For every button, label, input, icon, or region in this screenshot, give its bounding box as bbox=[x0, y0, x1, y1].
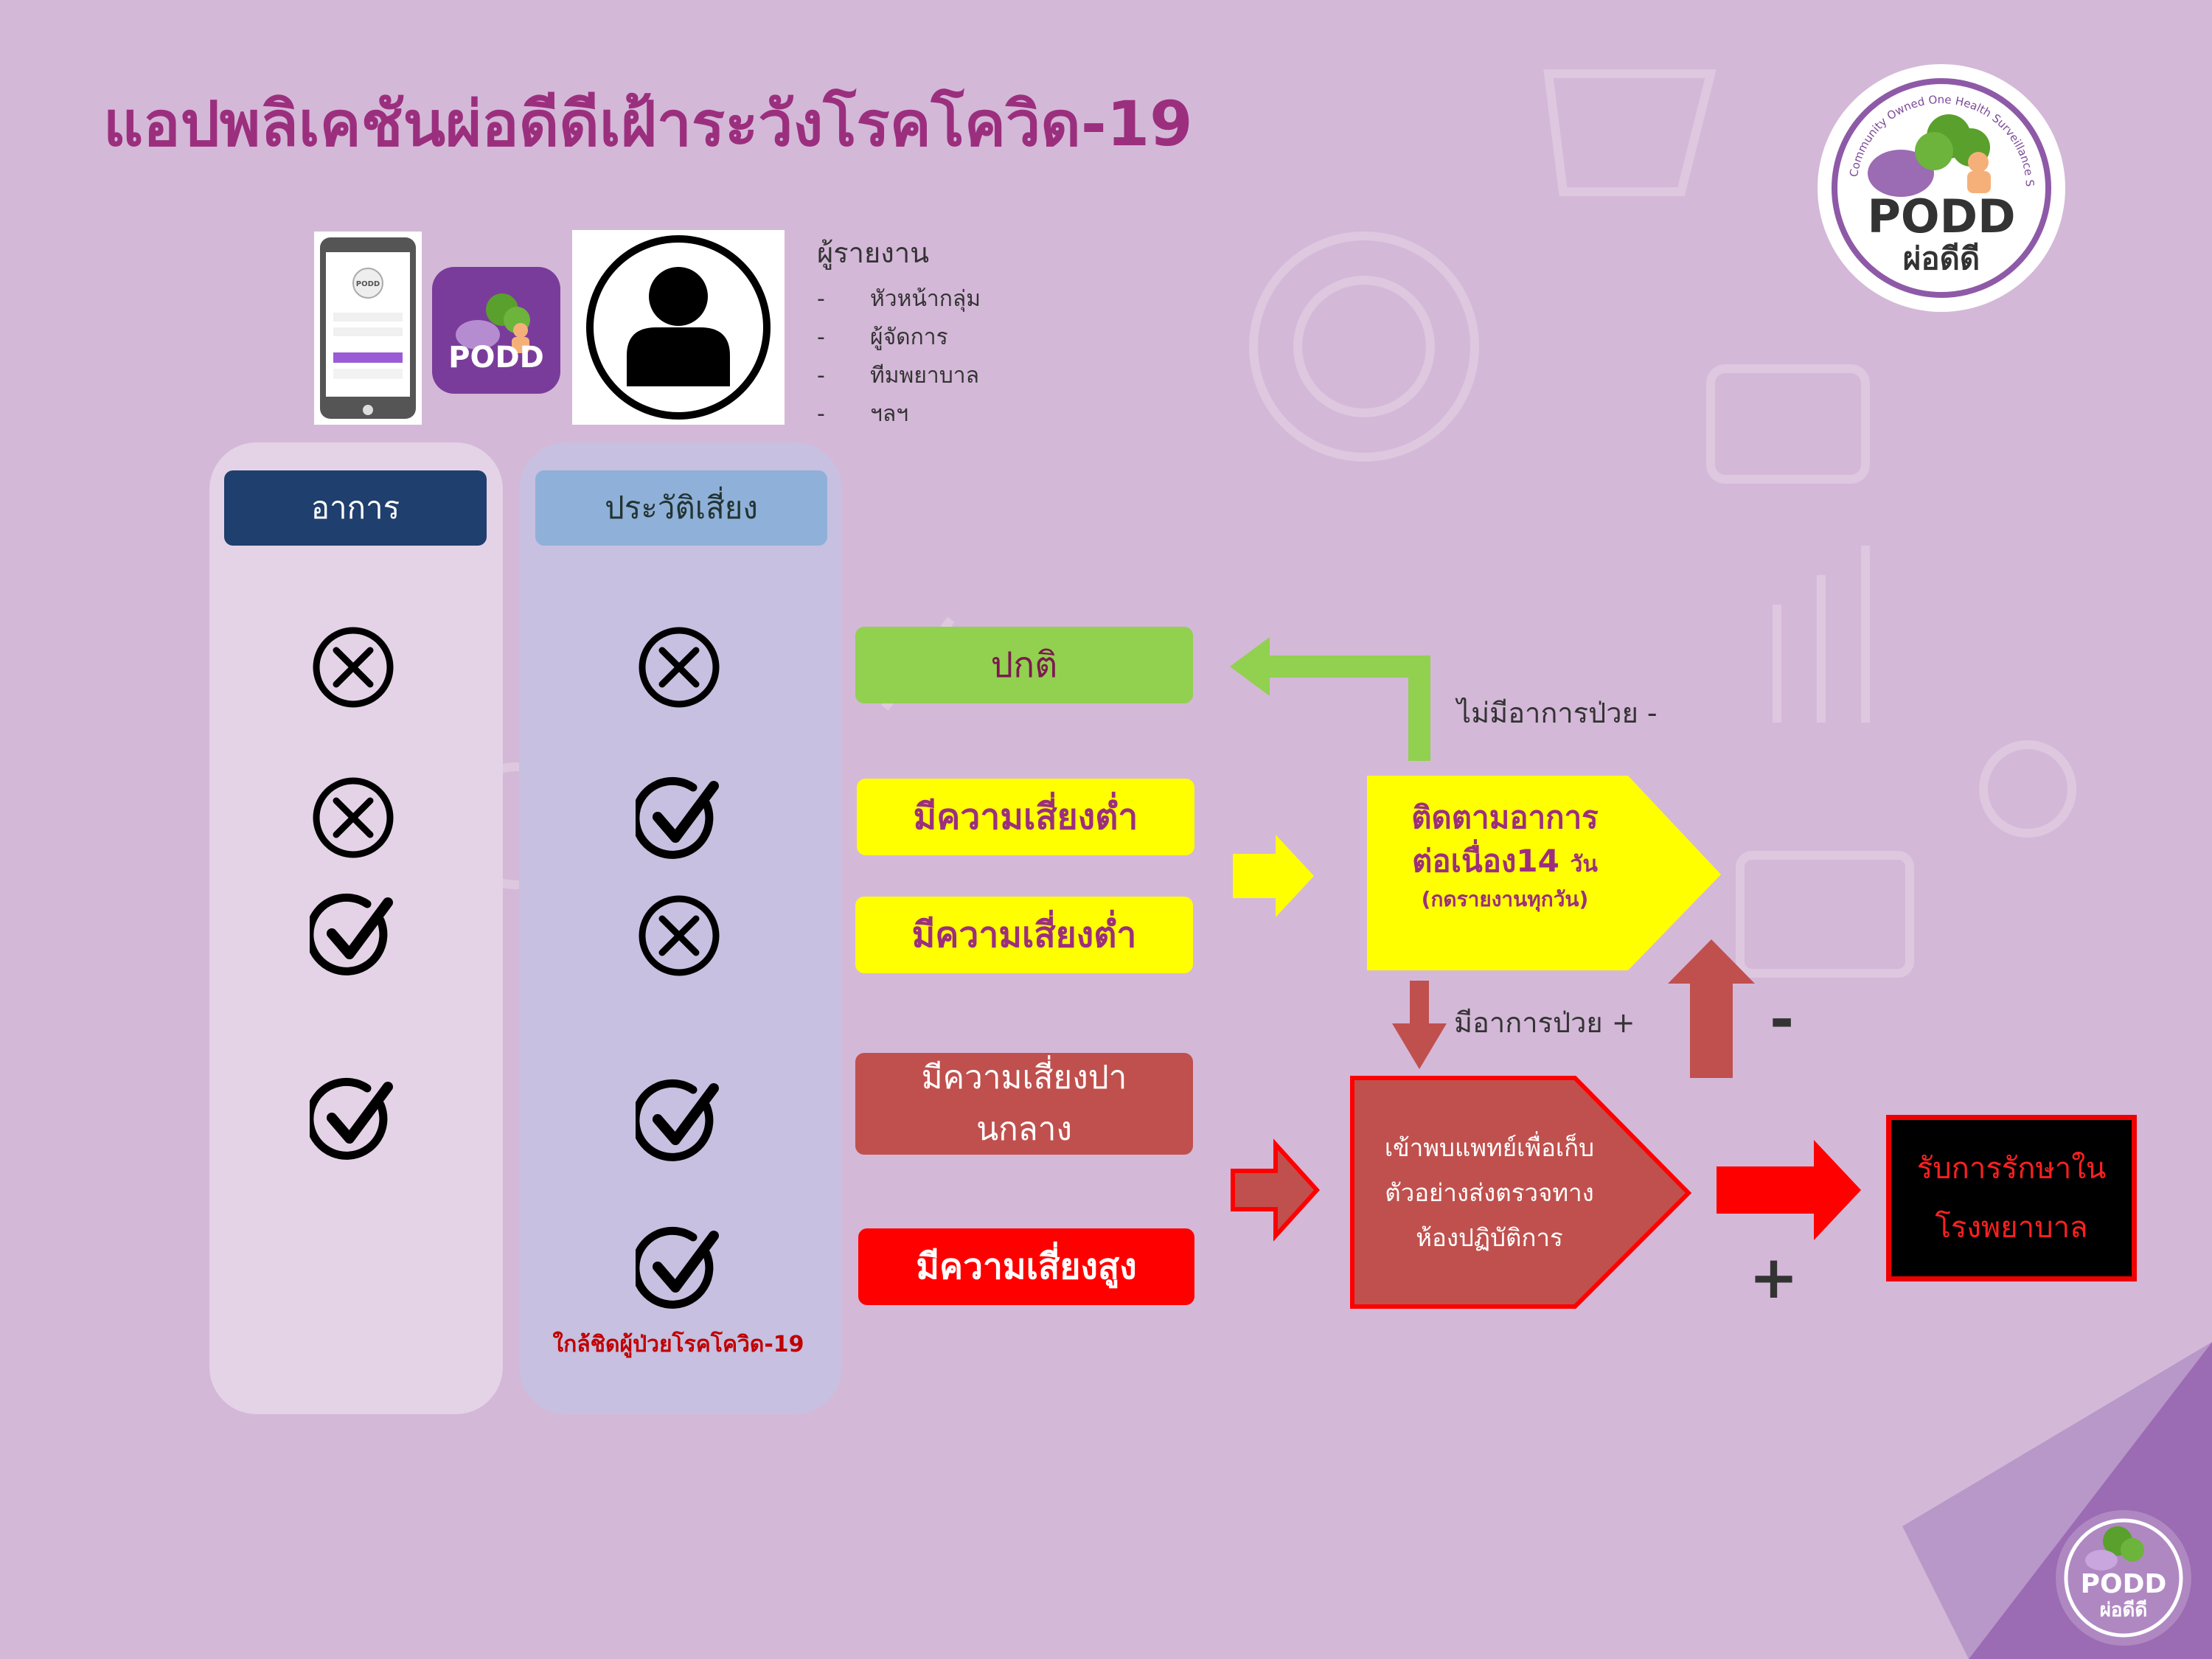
app-icon-graphic bbox=[456, 293, 530, 353]
risk-history-column-header: ประวัติเสี่ยง bbox=[535, 470, 827, 546]
corner-logo-sub: ผ่อดีดี bbox=[2100, 1599, 2148, 1621]
check-icon bbox=[310, 893, 393, 975]
reporter-item: -ทีมพยาบาล bbox=[817, 363, 980, 389]
check-icon bbox=[310, 1077, 393, 1160]
result-low-risk: มีความเสี่ยงต่ำ bbox=[857, 779, 1194, 855]
down-arrow-shaft bbox=[1410, 981, 1429, 1023]
cross-icon bbox=[313, 777, 394, 858]
cross-icon bbox=[639, 627, 720, 708]
no-symptom-note: ไม่มีอาการป่วย - bbox=[1457, 697, 1658, 729]
hospital-box: รับการรักษาในโรงพยาบาล bbox=[1886, 1115, 2137, 1281]
positive-sign: + bbox=[1749, 1243, 1799, 1312]
green-return-arrow bbox=[1265, 655, 1430, 761]
doctor-shape bbox=[1350, 1076, 1692, 1309]
podd-logo: Community Owned One Health Surveillance … bbox=[1812, 59, 2065, 312]
app-icon-label: PODD bbox=[448, 341, 544, 375]
reporter-heading: ผู้รายงาน bbox=[817, 237, 930, 269]
reporter-avatar bbox=[572, 230, 785, 425]
doctor-visit-text: เข้าพบแพทย์เพื่อเก็บ ตัวอย่างส่งตรวจทาง … bbox=[1384, 1133, 1595, 1253]
follow-up-shape bbox=[1367, 776, 1721, 970]
medium-risk-arrow bbox=[1231, 1138, 1321, 1242]
result-low-risk: มีความเสี่ยงต่ำ bbox=[855, 897, 1193, 973]
risk-history-column bbox=[519, 442, 842, 1414]
down-arrow-head bbox=[1392, 1023, 1447, 1069]
hospital-arrow bbox=[1717, 1140, 1861, 1240]
phone-logo-label: PODD bbox=[356, 280, 380, 288]
green-arrowhead bbox=[1230, 637, 1270, 696]
check-icon bbox=[636, 776, 719, 859]
result-medium-risk: มีความเสี่ยงปานกลาง bbox=[855, 1053, 1193, 1155]
reporter-item: -ฯลฯ bbox=[817, 401, 909, 427]
cross-icon bbox=[313, 627, 394, 708]
check-icon bbox=[636, 1079, 719, 1161]
logo-name: PODD bbox=[1867, 189, 2015, 243]
yellow-arrow bbox=[1233, 835, 1314, 917]
symptom-column bbox=[209, 442, 503, 1414]
check-icon bbox=[636, 1226, 719, 1309]
corner-logo-name: PODD bbox=[2081, 1569, 2167, 1599]
symptom-column-header: อาการ bbox=[224, 470, 487, 546]
podd-app-icon: PODD bbox=[432, 267, 560, 394]
phone-app-image: PODD bbox=[314, 232, 422, 425]
reporter-item: -หัวหน้ากลุ่ม bbox=[817, 286, 981, 312]
close-contact-note: ใกล้ชิดผู้ป่วยโรคโควิด-19 bbox=[552, 1332, 804, 1357]
result-normal: ปกติ bbox=[855, 627, 1193, 703]
follow-up-text: ติดตามอาการ ต่อเนื่อง14 วัน (กดรายงานทุก… bbox=[1411, 799, 1599, 911]
cross-icon bbox=[639, 895, 720, 976]
result-high-risk: มีความเสี่ยงสูง bbox=[858, 1228, 1194, 1305]
up-arrow-shaft bbox=[1690, 982, 1733, 1078]
reporter-item: -ผู้จัดการ bbox=[817, 324, 948, 350]
up-arrow-head bbox=[1668, 939, 1755, 984]
corner-curl-logo: PODD ผ่อดีดี bbox=[1902, 1342, 2212, 1659]
negative-sign: - bbox=[1770, 985, 1795, 1054]
page-title: แอปพลิเคชันผ่อดีดีเฝ้าระวังโรคโควิด-19 bbox=[103, 88, 1193, 160]
has-symptom-note: มีอาการป่วย + bbox=[1454, 1006, 1635, 1039]
logo-sub: ผ่อดีดี bbox=[1903, 240, 1980, 276]
